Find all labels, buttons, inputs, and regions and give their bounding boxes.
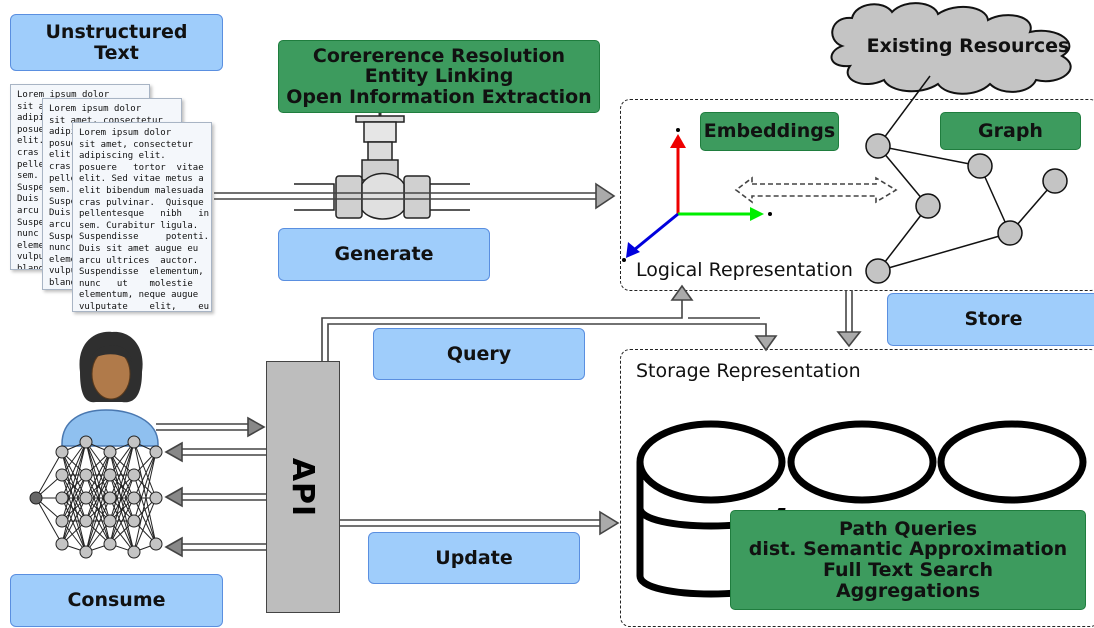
database-icon [636, 420, 1087, 598]
nn-node [55, 468, 69, 482]
neural-network-icon [29, 435, 163, 559]
nn-node [103, 468, 117, 482]
graph-label: Graph [940, 112, 1081, 150]
nn-node [127, 468, 141, 482]
generate-label: Generate [278, 228, 490, 281]
nn-node [103, 537, 117, 551]
nn-node [79, 545, 93, 559]
consume-arrows [156, 416, 266, 558]
api-block: API [266, 361, 340, 613]
user-avatar-icon [61, 331, 159, 447]
pipeline-tasks-box: Corererence Resolution Entity Linking Op… [278, 40, 600, 113]
existing-resources-cloud: Existing Resources [830, 2, 1072, 95]
generate-arrow [214, 182, 616, 210]
task-entity-linking: Entity Linking [364, 65, 514, 88]
storage-representation-title: Storage Representation [636, 360, 861, 382]
logical-representation-region [620, 99, 1094, 291]
embeddings-label: Embeddings [700, 112, 839, 151]
nn-node [103, 445, 117, 459]
storage-representation-region [620, 349, 1094, 627]
nn-node [55, 491, 69, 505]
nn-node [29, 491, 43, 505]
nn-node [127, 491, 141, 505]
pipeline-valve-icon [294, 112, 470, 220]
knowledge-graph-icon [865, 75, 1068, 284]
nn-node [79, 468, 93, 482]
existing-resources-label: Existing Resources [867, 35, 1070, 57]
store-label: Store [887, 293, 1094, 346]
nn-node [103, 491, 117, 505]
embedding-axes-icon [622, 128, 772, 262]
feature-path-queries: Path Queries [838, 517, 978, 540]
unstructured-text-label: Unstructured Text [10, 14, 223, 71]
storage-features-box: Path Queries dist. Semantic Approximatio… [730, 510, 1086, 610]
nn-node [127, 545, 141, 559]
api-label: API [285, 457, 321, 517]
nn-node [55, 537, 69, 551]
nn-node [79, 435, 93, 449]
embedding-graph-arrow [734, 176, 898, 204]
query-arrow [321, 284, 778, 361]
logical-representation-title: Logical Representation [636, 259, 853, 281]
nn-node [127, 435, 141, 449]
query-label: Query [373, 328, 585, 380]
document-front: Lorem ipsum dolor sit amet, consectetur … [72, 122, 212, 312]
nn-node [55, 445, 69, 459]
nn-node [79, 514, 93, 528]
feature-aggregations: Aggregations [835, 579, 981, 602]
consume-label: Consume [10, 574, 223, 627]
task-open-ie: Open Information Extraction [286, 85, 592, 108]
feature-semantic-approximation: dist. Semantic Approximation [748, 538, 1068, 561]
flow-arrows [156, 176, 898, 558]
nn-node [149, 537, 163, 551]
store-arrow [836, 290, 862, 348]
task-coreference: Corererence Resolution [312, 44, 566, 67]
nn-node [149, 491, 163, 505]
update-arrow [340, 510, 620, 536]
nn-node [103, 514, 117, 528]
nn-node [127, 514, 141, 528]
nn-node [55, 514, 69, 528]
nn-node [149, 445, 163, 459]
nn-node [79, 491, 93, 505]
update-label: Update [368, 532, 580, 584]
feature-full-text-search: Full Text Search [822, 559, 994, 581]
